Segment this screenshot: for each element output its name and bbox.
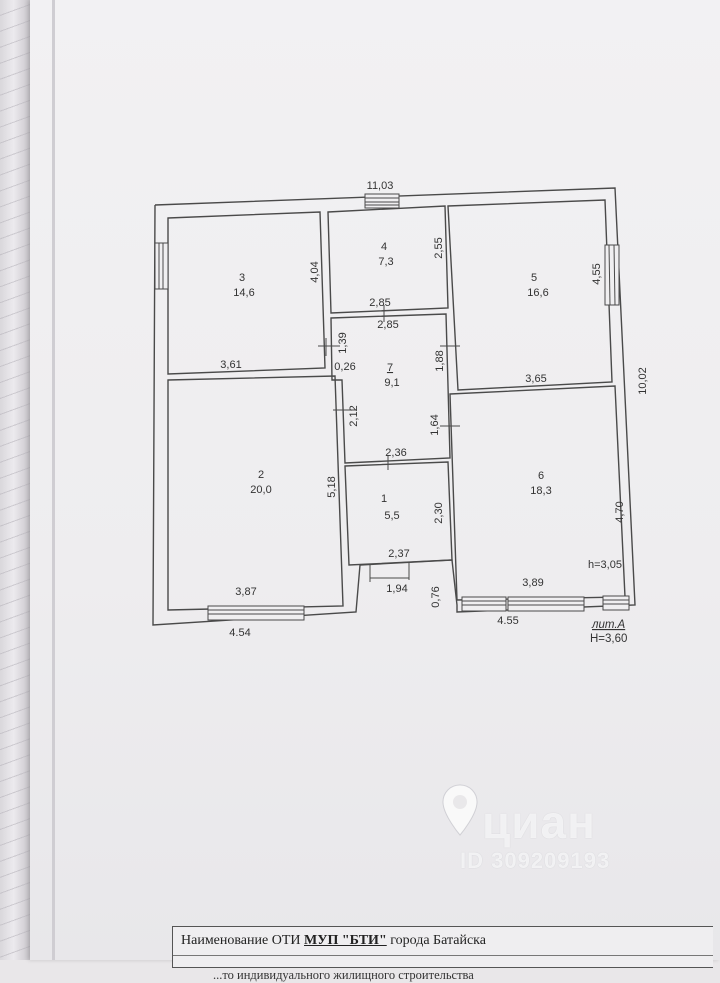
window-top bbox=[364, 193, 400, 209]
building-letter: лит.А bbox=[591, 619, 626, 631]
title-block-subtitle: ...то индивидуального жилищного строител… bbox=[213, 968, 474, 982]
title-org: МУП "БТИ" bbox=[304, 933, 387, 948]
room-5-number: 5 bbox=[531, 272, 537, 284]
sheet-edge bbox=[52, 0, 55, 960]
window-bottom-left bbox=[207, 605, 305, 621]
room-labels: 1 5,5 2 20,0 3 14,6 4 7,3 5 16,6 6 18,3 … bbox=[233, 241, 551, 522]
room-6-area: 18,3 bbox=[530, 485, 551, 497]
windows bbox=[154, 193, 630, 621]
room-1-outline bbox=[344, 461, 453, 566]
dim-r7-door-upper: 1,39 bbox=[337, 332, 349, 353]
dim-r2-height: 5,18 bbox=[326, 476, 338, 497]
title-prefix: Наименование ОТИ bbox=[181, 933, 304, 948]
title-block-heading: Наименование ОТИ МУП "БТИ" города Батайс… bbox=[181, 933, 486, 949]
dim-r5-width: 3,65 bbox=[525, 373, 546, 385]
dim-left-base: 4.54 bbox=[229, 627, 250, 639]
room-1-area: 5,5 bbox=[384, 510, 399, 522]
horizontal-dimensions: 11,03 3,61 2,85 2,85 0,26 3,65 2,36 3,87… bbox=[220, 180, 622, 639]
dim-porch-depth: 0,76 bbox=[430, 586, 442, 607]
room-4-area: 7,3 bbox=[378, 256, 393, 268]
dim-ceiling-height: h=3,05 bbox=[588, 559, 622, 571]
dim-r3-height: 4,04 bbox=[309, 261, 321, 282]
window-bottom-right-1 bbox=[461, 596, 507, 612]
dim-r3-width: 3,61 bbox=[220, 359, 241, 371]
dim-r6-height: 4,70 bbox=[614, 501, 626, 522]
dim-overall-height: 10,02 bbox=[637, 367, 649, 395]
room-2-number: 2 bbox=[258, 469, 264, 481]
dim-r7-height-right: 1,88 bbox=[434, 350, 446, 371]
watermark-listing-id: ID 309209193 bbox=[460, 848, 611, 873]
dim-porch-width: 1,94 bbox=[386, 583, 407, 595]
dim-r6-height-left: 1,64 bbox=[429, 414, 441, 435]
window-bottom-right-2 bbox=[507, 596, 585, 612]
room-7-outline bbox=[330, 313, 451, 464]
dim-r7-width-top: 2,85 bbox=[377, 319, 398, 331]
location-pin-icon bbox=[442, 784, 478, 836]
room-5-area: 16,6 bbox=[527, 287, 548, 299]
building-height: H=3,60 bbox=[590, 633, 627, 645]
building-marking: лит.А H=3,60 bbox=[590, 619, 627, 645]
dim-right-base: 4.55 bbox=[497, 615, 518, 627]
dim-wall-offset: 0,26 bbox=[334, 361, 355, 373]
room-5-outline bbox=[447, 199, 613, 391]
watermark-brand: циан bbox=[482, 796, 596, 848]
dim-r6-width: 3,89 bbox=[522, 577, 543, 589]
dim-r5-height: 4,55 bbox=[591, 263, 603, 284]
room-2-area: 20,0 bbox=[250, 484, 271, 496]
title-suffix: города Батайска bbox=[386, 933, 486, 948]
window-left bbox=[154, 242, 169, 290]
window-bottom-right-3 bbox=[602, 595, 630, 611]
binder-lines bbox=[0, 0, 30, 960]
dim-r4-height: 2,55 bbox=[433, 237, 445, 258]
room-3-area: 14,6 bbox=[233, 287, 254, 299]
room-3-outline bbox=[167, 211, 326, 375]
dim-r2-width: 3,87 bbox=[235, 586, 256, 598]
dim-r4-width: 2,85 bbox=[369, 297, 390, 309]
window-right bbox=[604, 244, 620, 306]
room-2-outline bbox=[167, 375, 344, 611]
dim-overall-width: 11,03 bbox=[367, 180, 394, 192]
room-7-number: 7 bbox=[387, 362, 393, 374]
floor-plan: 1 5,5 2 20,0 3 14,6 4 7,3 5 16,6 6 18,3 … bbox=[152, 180, 649, 645]
watermark: циан ID 309209193 bbox=[440, 775, 660, 885]
dim-r1-width: 2,37 bbox=[388, 548, 409, 560]
title-block-row: ...то индивидуального жилищного строител… bbox=[173, 955, 713, 982]
title-block: Наименование ОТИ МУП "БТИ" города Батайс… bbox=[172, 926, 713, 982]
document-sheet bbox=[30, 0, 720, 960]
dim-r7-door-lower: 2,12 bbox=[348, 405, 360, 426]
dim-r7-width-bottom: 2,36 bbox=[385, 447, 406, 459]
room-1-number: 1 bbox=[381, 493, 387, 505]
room-3-number: 3 bbox=[239, 272, 245, 284]
door-marks bbox=[318, 305, 460, 582]
room-7-area: 9,1 bbox=[384, 377, 399, 389]
dim-r1-height: 2,30 bbox=[433, 502, 445, 523]
room-4-outline bbox=[327, 205, 449, 314]
room-6-number: 6 bbox=[538, 470, 544, 482]
room-4-number: 4 bbox=[381, 241, 387, 253]
vertical-dimensions: 4,04 2,55 1,39 1,88 2,12 1,64 4,55 10,02… bbox=[309, 237, 649, 607]
